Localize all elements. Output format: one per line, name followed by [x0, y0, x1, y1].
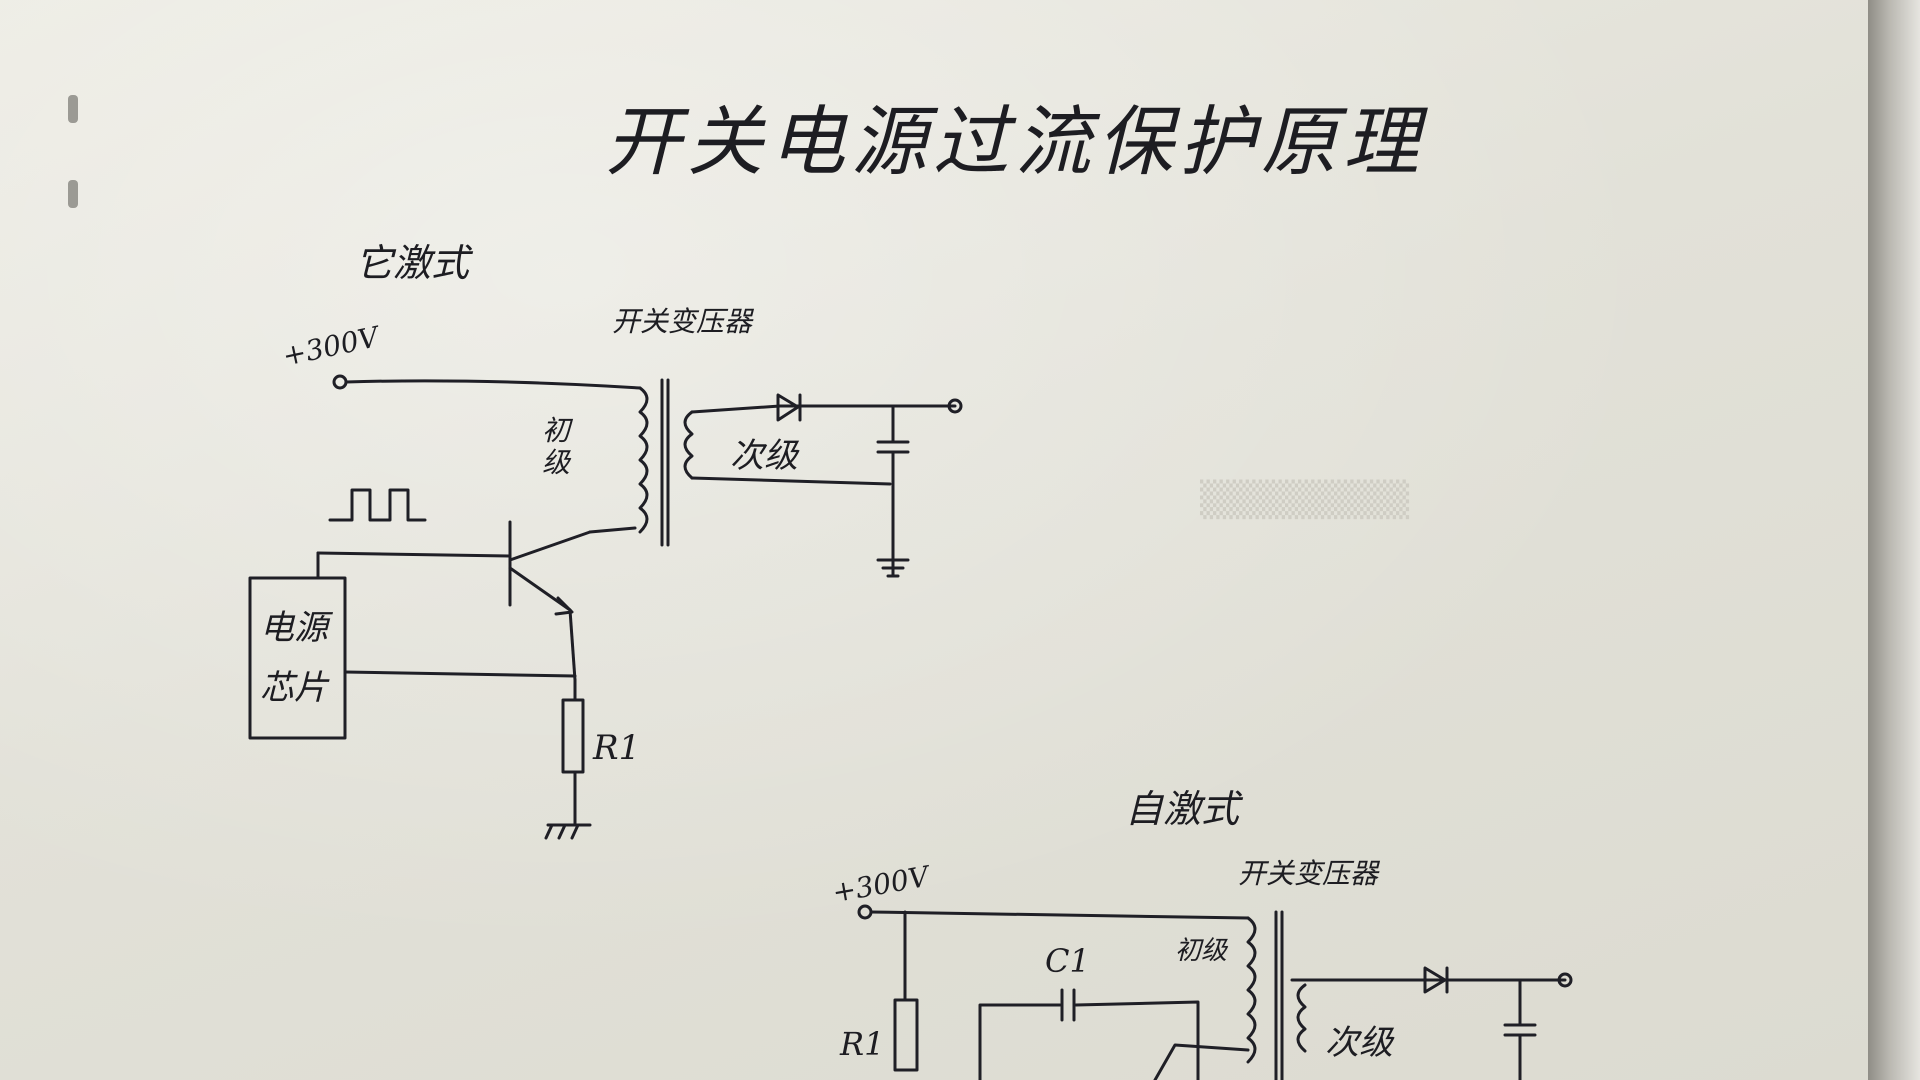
supply-wire: [344, 379, 642, 390]
transistor-emitter: [508, 566, 572, 612]
rectifier-diode: [1423, 966, 1449, 994]
emitter-arrow: [554, 596, 574, 616]
emitter-wire: [568, 608, 577, 682]
transformer-label: 开关变压器: [1238, 857, 1379, 890]
current-sense-wire: [343, 670, 577, 678]
pulse-waveform: [328, 488, 427, 522]
output-terminal: [1557, 972, 1573, 988]
secondary-winding-label: 次级: [1325, 1023, 1393, 1063]
secondary-coil: [683, 410, 694, 480]
start-resistor: [893, 998, 919, 1072]
ground-symbol: [876, 558, 910, 578]
resistor-label: R1: [840, 1025, 885, 1063]
section-label-external: 它激式: [355, 241, 470, 285]
transformer-label: 开关变压器: [612, 305, 753, 338]
primary-coil: [1246, 916, 1257, 1064]
collector-wire: [588, 526, 637, 534]
sense-resistor: [561, 698, 585, 774]
base-drive-wire: [316, 551, 512, 558]
secondary-return-wire: [690, 476, 892, 486]
supply-terminal: [857, 904, 873, 920]
secondary-winding-label: 次级: [730, 436, 798, 476]
capacitor-label: C1: [1045, 942, 1090, 980]
transistor-collector: [508, 530, 592, 562]
primary-winding-label: 初级: [1175, 936, 1228, 966]
output-terminal: [947, 398, 963, 414]
feedback-winding-wire: [1153, 1043, 1250, 1080]
circuit-self-excitation: [857, 904, 1573, 1080]
capacitor-left-wire: [978, 1003, 1062, 1080]
filter-capacitor: [876, 404, 910, 577]
control-chip-box: [248, 576, 347, 740]
page-edge-shadow: [1868, 0, 1920, 1080]
circuit-external-excitation: [248, 374, 963, 840]
ground-symbol: [544, 823, 592, 840]
secondary-coil: [1296, 983, 1307, 1053]
binding-hole: [68, 180, 78, 208]
control-chip-label: 电源芯片: [260, 608, 328, 708]
page-title: 开关电源过流保护原理: [605, 97, 1425, 186]
supply-terminal: [332, 374, 348, 390]
filter-capacitor: [1503, 978, 1537, 1080]
notebook-page: [0, 0, 1868, 1080]
section-label-self: 自激式: [1125, 787, 1240, 831]
rectifier-diode: [776, 393, 802, 422]
binding-hole: [68, 95, 78, 123]
supply-wire: [869, 910, 1250, 920]
feedback-capacitor: [1060, 988, 1076, 1022]
primary-coil: [638, 386, 649, 534]
resistor-label: R1: [593, 728, 641, 768]
capacitor-right-wire: [1074, 1000, 1200, 1080]
secondary-wire: [690, 404, 957, 414]
primary-winding-label: 初级: [542, 414, 571, 479]
bleed-through-text: ▒▒▒▒▒▒▒▒: [1200, 480, 1410, 520]
